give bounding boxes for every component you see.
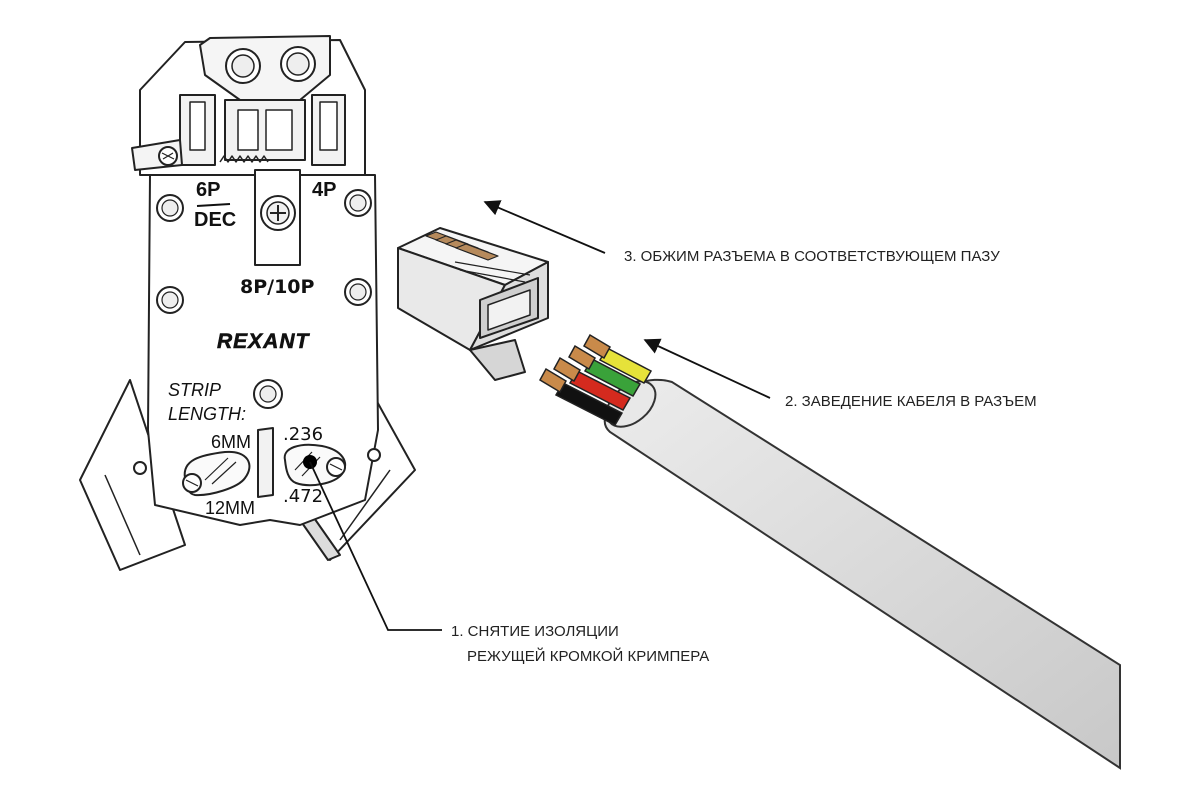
leader-line-step1 <box>309 461 442 631</box>
slot-dec-label: DEC <box>194 209 236 231</box>
spring <box>219 155 269 163</box>
brand-logo: REXANT <box>217 330 311 353</box>
length-12mm-label: 12MM <box>205 498 255 518</box>
callout-step3: 3. ОБЖИМ РАЗЪЕМА В СООТВЕТСТВУЮЩЕМ ПАЗУ <box>624 248 1000 265</box>
handle-right-inner <box>339 469 391 541</box>
inch-236-label: .236 <box>283 424 323 445</box>
callout-step1-line1: 1. СНЯТИЕ ИЗОЛЯЦИИ <box>451 623 619 640</box>
rj-connector <box>397 227 549 381</box>
handle-left-inner <box>104 474 141 556</box>
arrow-step3 <box>483 200 606 254</box>
callout-step2: 2. ЗАВЕДЕНИЕ КАБЕЛЯ В РАЗЪЕМ <box>785 393 1037 410</box>
slot-divider <box>196 203 231 207</box>
connector-latch <box>469 339 526 381</box>
crimper-labels: 6P DEC 4P 8P/10P REXANT STRIP LENGTH: 6M… <box>168 179 336 518</box>
cable <box>538 333 1121 770</box>
die-center <box>224 99 306 161</box>
copper-tip-1 <box>538 367 568 394</box>
blade-slot <box>257 427 274 498</box>
connector-contacts <box>425 231 499 261</box>
rivet-handle-left <box>133 461 147 475</box>
wires <box>538 333 653 426</box>
callout-step1-line2: РЕЖУЩЕЙ КРОМКОЙ КРИМПЕРА <box>467 647 709 665</box>
front-plate <box>147 174 379 526</box>
inch-472-label: .472 <box>283 486 323 507</box>
slot-8p10p-label: 8P/10P <box>240 276 315 298</box>
crimper-tool <box>79 35 416 571</box>
copper-tip-3 <box>567 344 597 371</box>
slot-6p-label: 6P <box>196 179 220 201</box>
strip-label-line2: LENGTH: <box>168 404 246 424</box>
copper-tip-4 <box>582 333 612 360</box>
cable-jacket <box>603 378 1121 770</box>
slot-4p-label: 4P <box>312 179 336 201</box>
arrow-step2 <box>643 338 771 399</box>
strip-label-line1: STRIP <box>168 380 221 400</box>
length-6mm-label: 6MM <box>211 432 251 452</box>
rivet-handle-right <box>367 448 381 462</box>
copper-tip-2 <box>552 356 582 383</box>
